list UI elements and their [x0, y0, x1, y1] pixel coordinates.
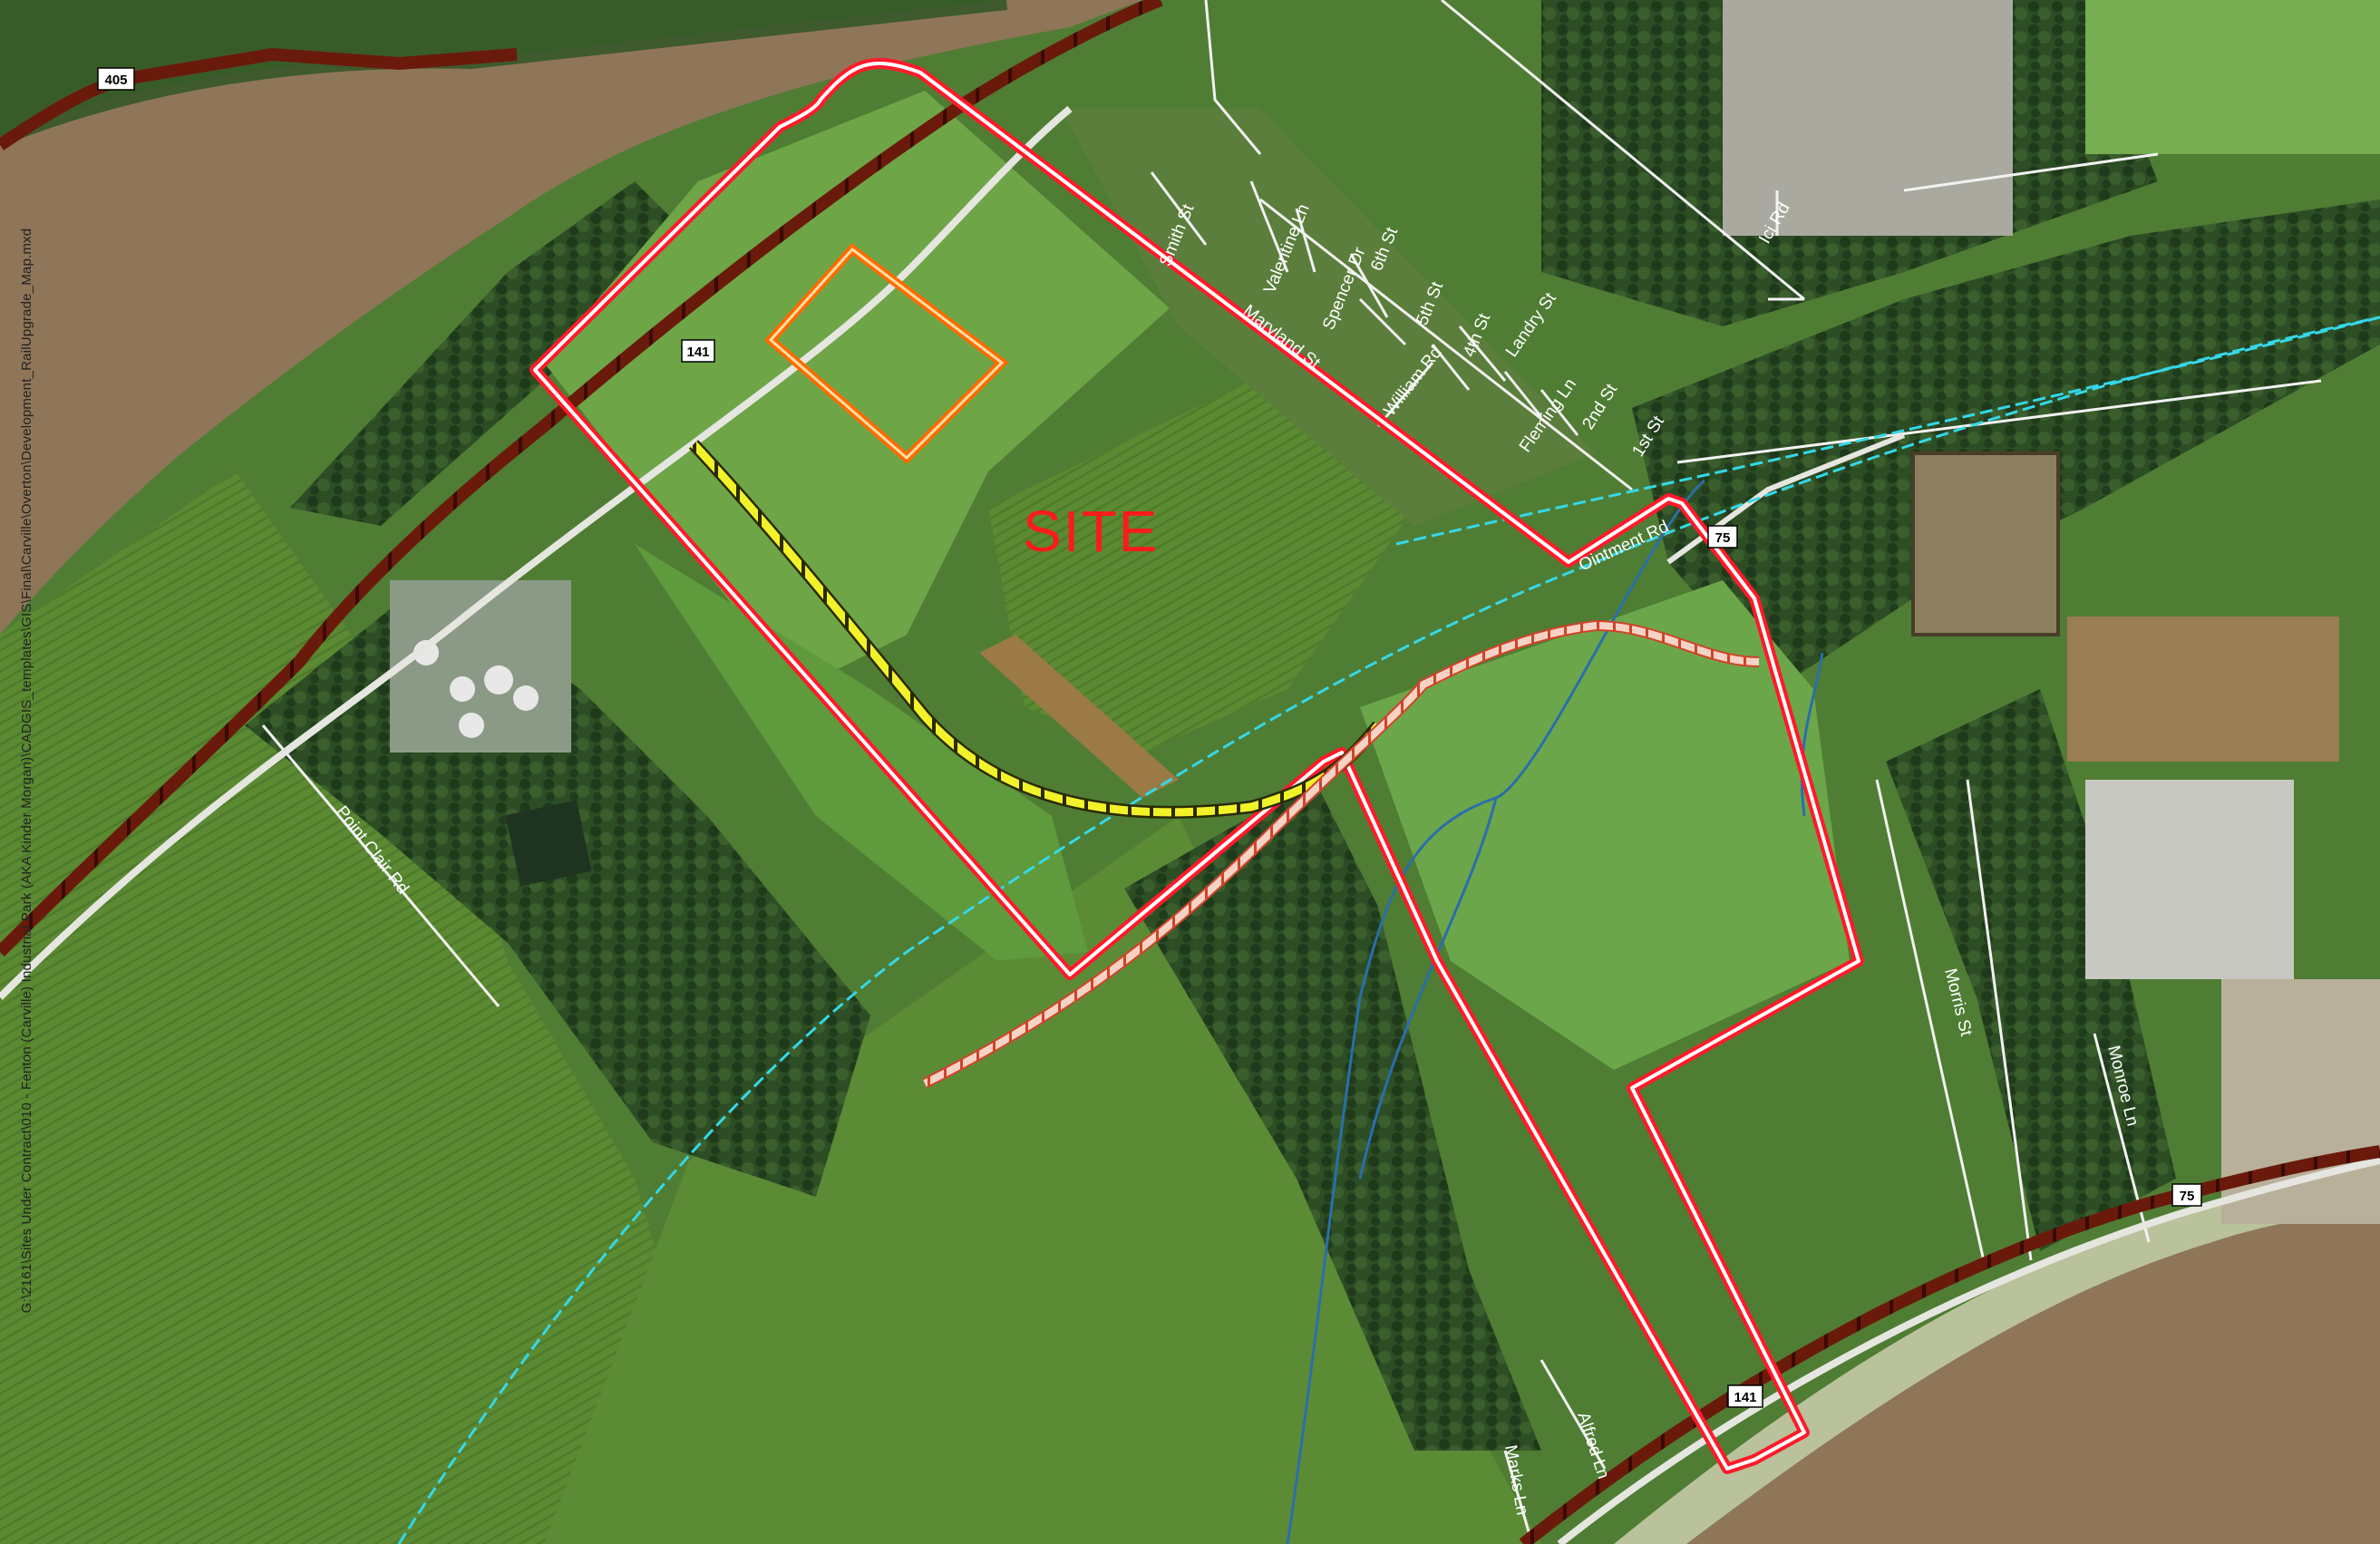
rail-upgrade-line-fill: [923, 621, 1760, 1087]
highway-141-north: [0, 105, 1073, 1000]
site-field-crop: [988, 381, 1414, 753]
tank: [459, 713, 484, 738]
tank: [513, 685, 539, 711]
rail-spur-proposed-fill: [690, 441, 1382, 817]
shield-label: 141: [686, 345, 709, 360]
inner-parcel-outline: [768, 247, 1005, 461]
pond: [505, 800, 592, 887]
dirt-strip: [979, 635, 1179, 798]
site-field-east: [1360, 580, 1850, 1070]
forest-belt-river: [290, 181, 689, 526]
river-south-bank: [1614, 1179, 2380, 1544]
site-field-lower: [635, 544, 1088, 961]
levee-north: [0, 0, 1163, 957]
town-carville: [1061, 109, 1596, 526]
map-file-path: G:\2161\Sites Under Contract\010 - Fento…: [19, 228, 34, 1314]
industrial-gravel: [2221, 979, 2380, 1224]
highway-shield-141-north: 141: [681, 339, 715, 363]
industrial-plant-north: [1723, 0, 2013, 236]
forest-belt-center: [1124, 780, 1541, 1451]
road-network: [261, 0, 2322, 1544]
water-lines: [397, 316, 2380, 1544]
levee-south: [1519, 1145, 2380, 1544]
shield-label: 141: [1734, 1390, 1756, 1405]
field-northeast: [2085, 0, 2380, 154]
field-south: [544, 816, 1541, 1544]
river-north: [0, 0, 1142, 635]
streams: [1286, 479, 1824, 1544]
shield-label: 405: [104, 73, 127, 88]
tank: [413, 640, 439, 665]
site-label: SITE: [1023, 499, 1159, 564]
tank: [484, 665, 513, 694]
shield-label: 75: [2180, 1189, 2195, 1204]
bank-northwest: [0, 0, 1124, 136]
forest-east: [1632, 199, 2380, 689]
industrial-yard-east: [2085, 780, 2294, 979]
site-boundary-inner-line: [533, 62, 1860, 1471]
highway-shield-405: 405: [97, 67, 135, 91]
highway-141-south: [1557, 1157, 2380, 1544]
forest-southeast: [1886, 689, 2176, 1251]
field-southwest: [0, 471, 689, 1544]
shield-label: 75: [1715, 530, 1731, 546]
highway-shield-75-south: 75: [2171, 1183, 2202, 1207]
brown-field-east: [2067, 617, 2339, 762]
levee-northwest: [0, 47, 518, 151]
highway-shield-75-north: 75: [1707, 525, 1738, 549]
site-field-main: [544, 91, 1170, 689]
tank: [450, 676, 475, 702]
river-south: [1686, 1206, 2380, 1544]
sludge-basin: [1911, 452, 2060, 636]
highway-shield-141-south: 141: [1727, 1384, 1763, 1408]
